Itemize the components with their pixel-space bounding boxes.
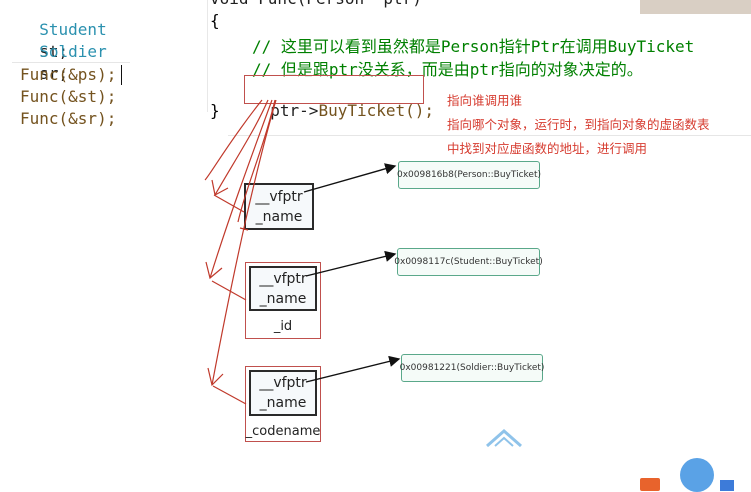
note-line-3: 中找到对应虚函数的地址，进行调用 — [447, 141, 648, 156]
vfptr-label: __vfptr — [255, 188, 303, 205]
close-brace: } — [210, 101, 220, 120]
ptr-token: ptr — [270, 101, 300, 120]
name-member: _name — [255, 208, 303, 225]
watermark-mark — [486, 428, 522, 448]
object-soldier-vfptr-box: __vfptr _name — [249, 370, 317, 416]
vfptr-pointer-student — [305, 250, 397, 277]
tray-icon[interactable] — [720, 480, 734, 491]
open-brace: { — [210, 11, 220, 30]
object-person-vfptr-box: __vfptr _name — [244, 183, 314, 230]
vtable-soldier: 0x00981221(Soldier::BuyTicket) — [399, 354, 545, 382]
code-line-soldier: Soldier sr; — [20, 19, 107, 85]
note-line-1: 指向谁调用谁 — [447, 93, 523, 108]
current-line-divider — [12, 62, 130, 63]
comment-line-2: // 但是跟ptr没关系，而是由ptr指向的对象决定的。 — [252, 60, 643, 79]
watermark-mark-inner — [494, 436, 514, 447]
variable-name: st; — [39, 42, 69, 61]
vfptr-label: __vfptr — [259, 270, 307, 287]
section-divider — [228, 135, 751, 136]
comment-line-1: // 这里可以看到虽然都是Person指针Ptr在调用BuyTicket — [252, 37, 695, 56]
text-cursor — [121, 65, 122, 85]
code-line-student: Student st; — [20, 0, 107, 63]
method-call-token: BuyTicket(); — [318, 101, 435, 120]
call-highlight-box — [244, 75, 424, 104]
vfptr-pointer-soldier — [305, 355, 401, 383]
vtable-entry: 0x00981221(Soldier::BuyTicket) — [399, 363, 545, 373]
object-student-vfptr-box: __vfptr _name — [249, 266, 317, 311]
app-badge-icon[interactable] — [640, 478, 660, 491]
call-statement: ptr->BuyTicket(); — [251, 78, 434, 122]
webcam-overlay — [640, 0, 751, 14]
assistant-avatar-icon[interactable] — [680, 458, 714, 492]
name-member: _name — [259, 290, 307, 307]
vtable-entry: 0x0098117c(Student::BuyTicket) — [394, 257, 543, 267]
code-line-func-st: Func(&st); — [20, 87, 117, 106]
arrow-token: -> — [299, 101, 319, 120]
type-name: Student — [39, 20, 107, 39]
name-member: _name — [259, 395, 307, 411]
note-line-2: 指向哪个对象，运行时，到指向对象的虚函数表 — [447, 117, 710, 132]
type-name: Soldier — [39, 42, 107, 61]
gutter-line — [207, 0, 208, 112]
vtable-person: 0x009816b8(Person::BuyTicket) — [397, 161, 542, 189]
ptr-red-arrows — [204, 99, 277, 405]
vtable-entry: 0x009816b8(Person::BuyTicket) — [397, 170, 542, 180]
vfptr-pointer-person — [303, 163, 397, 193]
vtable-student: 0x0098117c(Student::BuyTicket) — [394, 248, 543, 276]
vfptr-label: __vfptr — [259, 375, 307, 391]
codename-member: _codename — [245, 424, 321, 439]
variable-name: sr; — [39, 64, 69, 83]
code-line-func-ps: Func(&ps); — [20, 65, 117, 84]
code-line-func-sr: Func(&sr); — [20, 109, 117, 128]
function-signature: void Func(Person* ptr) — [210, 0, 422, 10]
id-member: _id — [273, 319, 293, 334]
